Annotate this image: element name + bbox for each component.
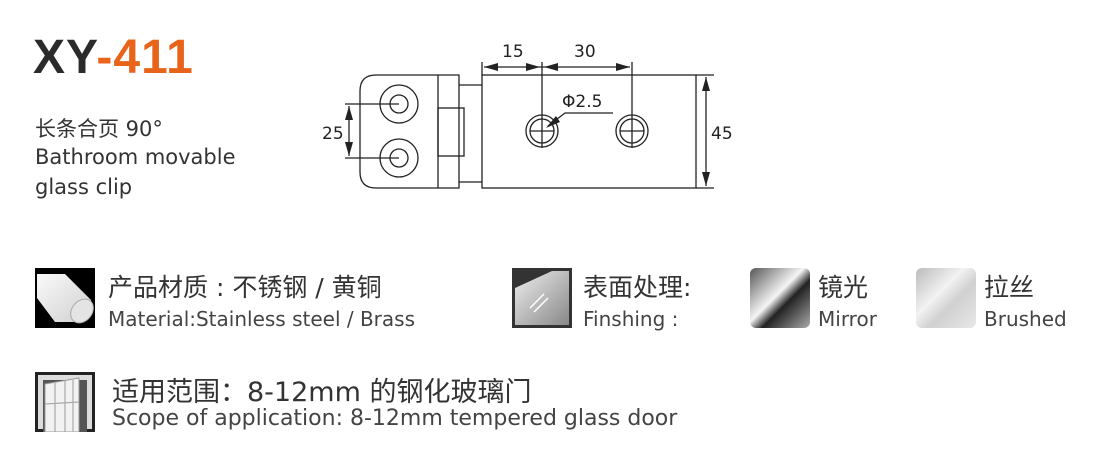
dim-hole-diameter: Φ2.5: [562, 92, 602, 112]
dim-45: 45: [711, 124, 733, 144]
material-cylinder-icon: [35, 268, 95, 328]
material-label-cn: 产品材质 : 不锈钢 / 黄铜: [108, 273, 382, 302]
mirror-swatch: [750, 268, 810, 328]
material-label-en: Material:Stainless steel / Brass: [108, 307, 415, 331]
dim-15: 15: [502, 42, 524, 62]
hinge-left-plate: [359, 74, 460, 189]
product-name-en-2: glass clip: [35, 175, 133, 199]
model-number: -411: [96, 31, 194, 84]
finishing-surface-icon: [512, 268, 572, 328]
product-name-en-1: Bathroom movable: [35, 145, 236, 169]
scope-label-en: Scope of application: 8-12mm tempered gl…: [112, 406, 678, 431]
brushed-label-cn: 拉丝: [984, 273, 1035, 302]
glass-door-icon: [35, 372, 95, 432]
dim-25: 25: [322, 124, 344, 144]
dim-30: 30: [574, 42, 596, 62]
mirror-label-en: Mirror: [818, 307, 877, 331]
mirror-label-cn: 镜光: [818, 273, 869, 302]
brushed-swatch: [916, 268, 976, 328]
model-prefix: XY: [33, 31, 97, 84]
model-title: XY-411: [33, 30, 194, 85]
hinge-right-plate: [481, 74, 697, 189]
finishing-label-cn: 表面处理:: [583, 273, 692, 302]
brushed-label-en: Brushed: [984, 307, 1067, 331]
finishing-label-en: Finshing :: [583, 307, 679, 331]
scope-label-cn: 适用范围：8-12mm 的钢化玻璃门: [112, 377, 532, 408]
product-name-cn: 长条合页 90°: [35, 117, 163, 141]
